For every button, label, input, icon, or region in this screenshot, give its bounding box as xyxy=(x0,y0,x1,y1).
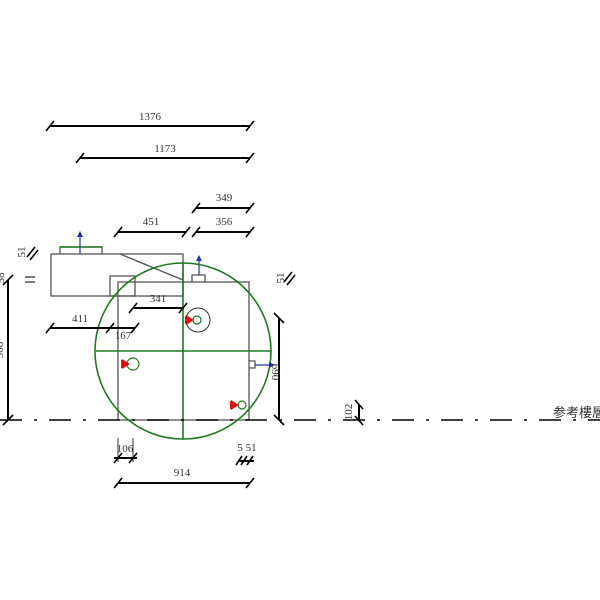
dim-1173: 1173 xyxy=(75,143,255,164)
top-fixture-bracket xyxy=(59,231,206,282)
svg-text:356: 356 xyxy=(216,216,233,228)
svg-text:51: 51 xyxy=(275,273,287,284)
svg-text:908: 908 xyxy=(0,341,6,358)
svg-text:349: 349 xyxy=(216,192,233,204)
fixture-left xyxy=(121,357,140,371)
svg-text:102: 102 xyxy=(343,404,355,421)
dim-5-51: 5 51 xyxy=(235,442,257,466)
fixture-top xyxy=(185,307,211,333)
dim-102-vertical: 102 xyxy=(343,399,364,426)
dim-914: 914 xyxy=(113,467,255,489)
dim-356: 356 xyxy=(191,216,255,238)
inner-rect xyxy=(109,275,136,297)
dim-349: 349 xyxy=(191,192,255,214)
svg-text:451: 451 xyxy=(143,216,160,228)
svg-text:411: 411 xyxy=(72,313,88,325)
circle-crosshair xyxy=(94,262,272,440)
fixture-bottom-right xyxy=(230,400,247,410)
upper-room-wall xyxy=(50,253,184,297)
svg-text:914: 914 xyxy=(174,467,191,479)
dim-51-right: 51 xyxy=(275,271,296,286)
svg-text:106: 106 xyxy=(117,443,134,455)
dim-341: 341 xyxy=(128,293,188,314)
svg-text:1376: 1376 xyxy=(139,111,162,123)
svg-text:51: 51 xyxy=(16,247,28,258)
dim-908-vertical: 58 908 xyxy=(0,272,14,426)
dim-1376: 1376 xyxy=(45,111,255,132)
dim-411: 411 167 xyxy=(45,313,140,342)
svg-text:5 51: 5 51 xyxy=(237,442,256,454)
dim-451: 451 xyxy=(113,216,191,238)
svg-text:1173: 1173 xyxy=(154,143,176,155)
dim-51-left: 51 xyxy=(16,247,39,261)
svg-text:58: 58 xyxy=(0,272,7,284)
svg-text:167: 167 xyxy=(115,330,132,342)
svg-text:341: 341 xyxy=(150,293,167,305)
diagonal-line xyxy=(119,253,184,281)
dim-106: 106 xyxy=(113,438,138,464)
dim-690-vertical: 690 xyxy=(269,312,285,426)
fixture-right-outlet xyxy=(249,360,275,369)
svg-text:690: 690 xyxy=(269,364,281,381)
reference-label: 参考樓層 xyxy=(553,405,600,420)
